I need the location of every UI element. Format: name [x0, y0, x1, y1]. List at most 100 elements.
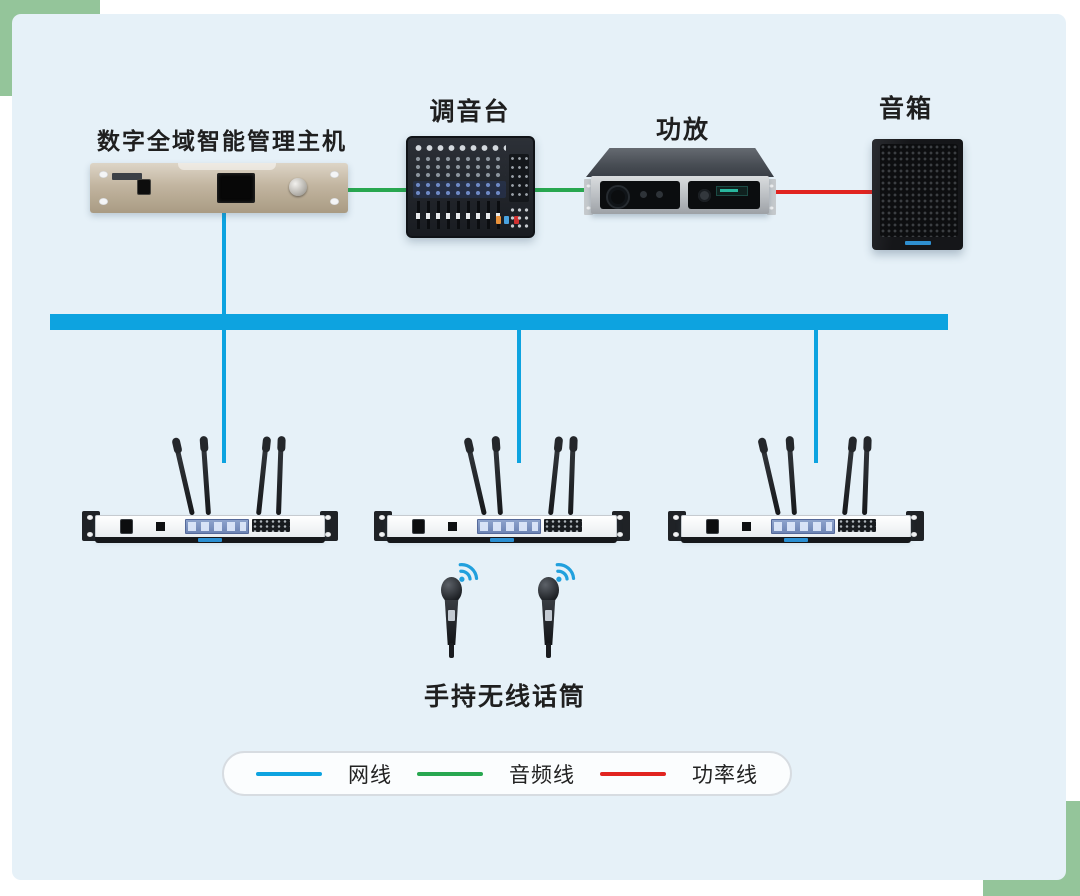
screw-icon [99, 198, 108, 205]
receiver-keypad [838, 519, 876, 532]
mic-tail [546, 643, 551, 658]
host-label: 数字全域智能管理主机 [97, 128, 347, 154]
antenna [862, 438, 870, 516]
mic-display [448, 610, 455, 621]
network-line-bus-to-receiver-1 [222, 330, 226, 463]
amplifier-front-panel [591, 176, 769, 214]
screw-icon [379, 532, 385, 537]
rack-ear [584, 179, 593, 215]
antenna [276, 438, 284, 516]
amplifier-label: 功放 [655, 116, 710, 144]
screw-icon [330, 171, 339, 178]
screw-icon [769, 184, 774, 188]
legend-label: 网线 [348, 763, 392, 787]
legend-item-power: 功率线 [600, 759, 758, 789]
handheld-mic-1 [432, 563, 482, 665]
antenna [842, 439, 855, 516]
receiver-lcd-display [185, 519, 249, 534]
audio-line-mixer-to-amplifier [532, 188, 590, 192]
host-device-image [90, 163, 348, 213]
amplifier-device-image [584, 148, 776, 216]
receiver-ir-window [742, 522, 751, 531]
mic-body [541, 600, 556, 645]
handheld-mic-2 [529, 563, 579, 665]
network-line-swatch [256, 771, 322, 776]
receiver-keypad [544, 519, 582, 532]
mixer-fader-cap-blue [504, 216, 509, 224]
screw-icon [325, 532, 331, 537]
antenna [464, 440, 487, 516]
screw-icon [87, 532, 93, 537]
mic-head [441, 577, 462, 603]
receiver-keypad [252, 519, 290, 532]
antenna [492, 439, 503, 516]
amplifier-right-panel [688, 181, 760, 209]
network-bus-line [50, 314, 948, 330]
wireless-receiver-3 [668, 436, 924, 544]
screw-icon [911, 532, 917, 537]
receiver-power-button [120, 519, 133, 534]
receiver-ir-window [156, 522, 165, 531]
receiver-lcd-display [477, 519, 541, 534]
wifi-icon [555, 563, 576, 582]
receiver-bottom-strip [95, 537, 325, 543]
speaker-label: 音箱 [878, 95, 933, 123]
audio-line-swatch [417, 771, 483, 776]
screw-icon [673, 532, 679, 537]
amplifier-volume-knob [698, 189, 711, 202]
screw-icon [617, 515, 623, 520]
antenna [758, 440, 781, 516]
screw-icon [911, 515, 917, 520]
screw-icon [330, 198, 339, 205]
screw-icon [379, 515, 385, 520]
screw-icon [99, 171, 108, 178]
mixer-input-jacks [413, 142, 506, 154]
host-volume-knob [289, 178, 307, 196]
amplifier-left-panel [600, 181, 680, 209]
mixer-device-image [406, 136, 535, 238]
antenna [172, 440, 195, 516]
receiver-bottom-strip [387, 537, 617, 543]
receiver-bottom-strip [681, 537, 911, 543]
receiver-lcd-display [771, 519, 835, 534]
screw-icon [586, 206, 591, 210]
mic-tail [449, 643, 454, 658]
legend: 网线 音频线 功率线 [222, 751, 792, 796]
mixer-master-buttons [509, 206, 529, 232]
mixer-knob-rows [413, 155, 506, 180]
screw-icon [769, 206, 774, 210]
legend-label: 音频线 [509, 763, 575, 787]
mixer-eq-section [413, 181, 506, 198]
amplifier-vent [606, 185, 630, 209]
wifi-icon [458, 563, 479, 582]
mic-display [545, 610, 552, 621]
amplifier-knob [640, 191, 647, 198]
brand-logo [112, 173, 142, 180]
power-line-swatch [600, 771, 666, 776]
screw-icon [325, 515, 331, 520]
amplifier-knob [656, 191, 663, 198]
network-line-bus-to-receiver-2 [517, 330, 521, 463]
mixer-fader-cap-orange [496, 216, 501, 224]
host-power-button [137, 179, 151, 195]
receiver-ir-window [448, 522, 457, 531]
speaker-grille [880, 144, 958, 237]
screw-icon [586, 184, 591, 188]
screw-icon [87, 515, 93, 520]
power-line-amplifier-to-speaker [770, 190, 874, 194]
host-display [217, 173, 255, 203]
antenna [200, 439, 211, 516]
audio-line-host-to-mixer [346, 188, 408, 192]
antenna [256, 439, 269, 516]
wireless-receiver-2 [374, 436, 630, 544]
rack-ear [767, 179, 776, 215]
brand-logo [198, 538, 222, 542]
network-line-bus-to-receiver-3 [814, 330, 818, 463]
amplifier-display [716, 186, 748, 196]
screw-icon [617, 532, 623, 537]
antenna [548, 439, 561, 516]
legend-item-audio: 音频线 [417, 759, 575, 789]
amplifier-top-lid [586, 148, 774, 177]
mixer-master-section [509, 154, 529, 202]
